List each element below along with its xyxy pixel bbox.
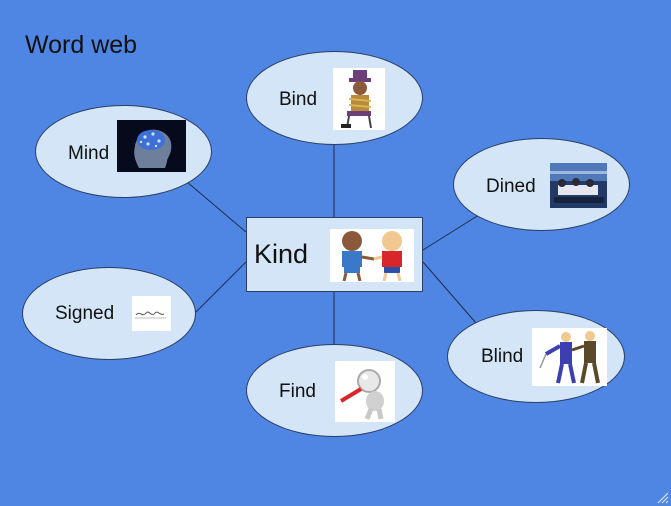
slide-title: Word web	[25, 31, 138, 59]
center-label: Kind	[254, 239, 309, 269]
brain-head-icon	[117, 120, 186, 172]
center-node-kind: Kind	[246, 217, 423, 292]
dining-table-icon	[550, 163, 607, 208]
two-kids-shaking-hands-icon	[330, 229, 414, 282]
node-bind: Bind	[246, 51, 423, 145]
signature-icon	[132, 296, 171, 331]
resize-grip-icon[interactable]	[655, 490, 669, 504]
connector-dined	[422, 212, 483, 251]
node-label-signed: Signed	[55, 303, 115, 324]
node-find: Find	[246, 344, 423, 437]
blind-men-icon	[532, 328, 607, 386]
node-label-bind: Bind	[279, 89, 318, 110]
node-dined: Dined	[453, 138, 630, 231]
tied-up-man-icon	[333, 68, 385, 130]
magnifying-glass-man-icon	[335, 361, 395, 422]
node-mind: Mind	[35, 105, 212, 198]
node-blind: Blind	[447, 310, 625, 403]
connector-mind	[186, 181, 247, 233]
connector-blind	[422, 261, 477, 324]
node-label-mind: Mind	[68, 143, 110, 164]
node-label-find: Find	[279, 381, 316, 402]
node-label-blind: Blind	[481, 346, 524, 367]
connector-signed	[195, 261, 247, 313]
node-signed: Signed	[22, 267, 196, 360]
node-label-dined: Dined	[486, 176, 536, 197]
